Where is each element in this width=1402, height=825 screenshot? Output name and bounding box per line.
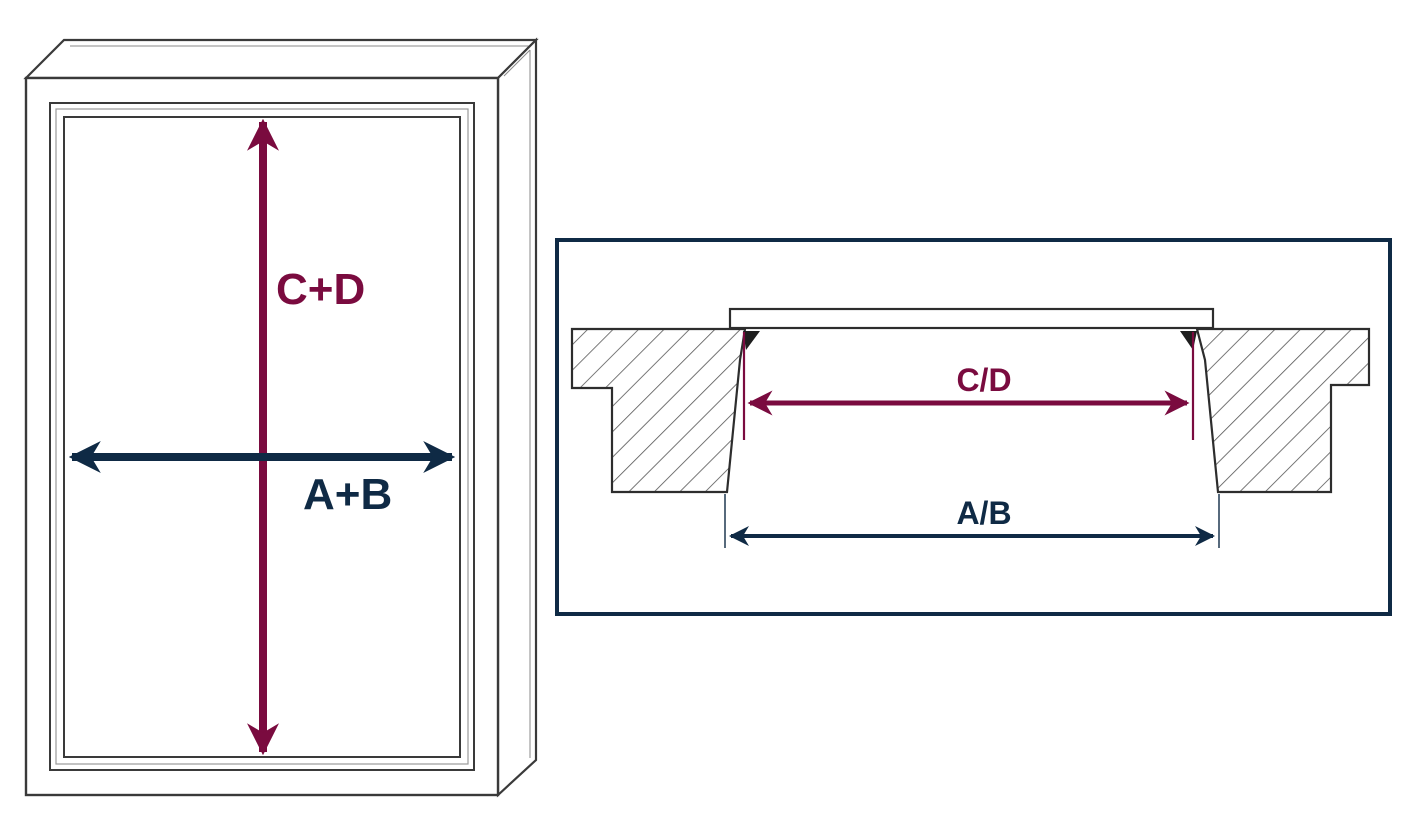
glass-pane	[728, 307, 1215, 330]
frame-border-2	[55, 108, 469, 765]
left-seal	[743, 331, 760, 350]
right-profile	[1195, 327, 1371, 494]
outer-label: A/B	[956, 495, 1011, 531]
section-view: C/D A/B	[555, 238, 1392, 616]
inner-label: C/D	[956, 362, 1011, 398]
height-label: C+D	[276, 265, 365, 314]
frame-view: C+D A+B	[23, 37, 539, 798]
frame-border-1	[49, 102, 475, 771]
width-label: A+B	[303, 470, 392, 519]
